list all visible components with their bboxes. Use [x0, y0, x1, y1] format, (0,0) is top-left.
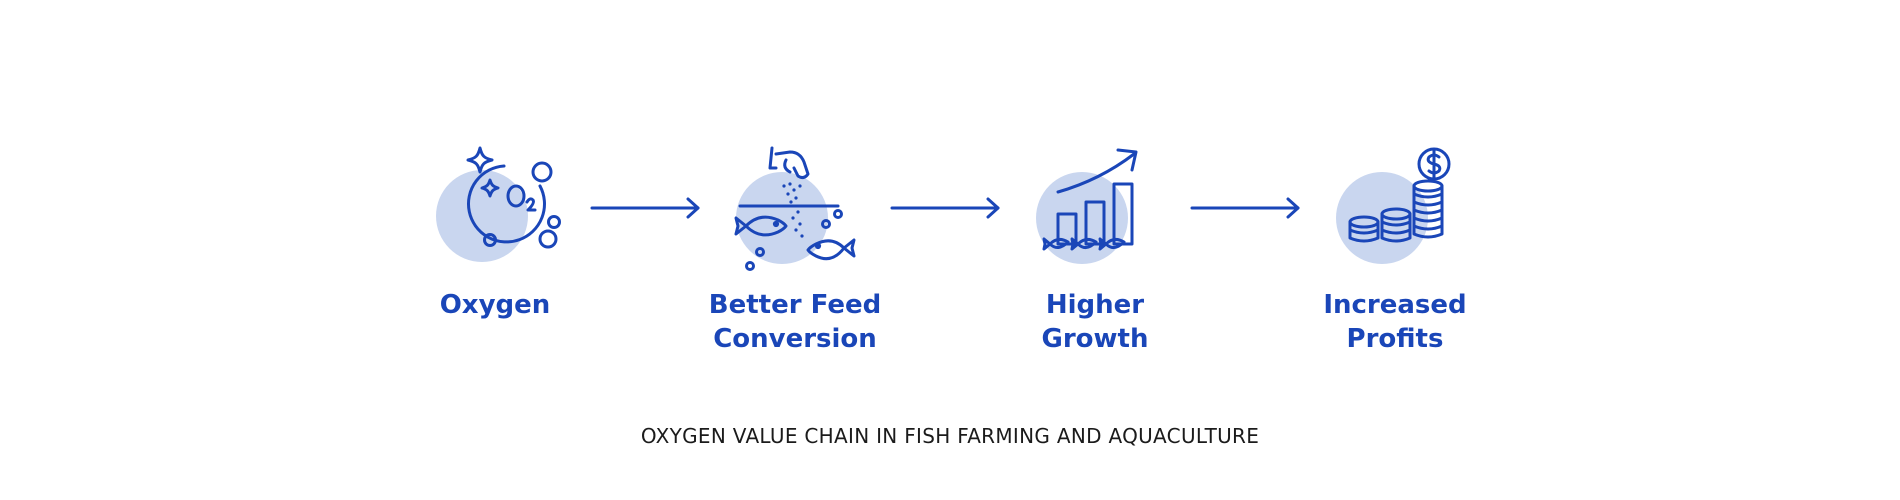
diagram-caption: OXYGEN VALUE CHAIN IN FISH FARMING AND A…: [640, 424, 1260, 448]
step-label: Oxygen: [439, 290, 551, 320]
oxygen-o2-icon: [420, 140, 570, 280]
step-oxygen: Oxygen: [385, 140, 605, 370]
step-better-feed-conversion: Better Feed Conversion: [685, 140, 905, 370]
growth-chart-fish-icon: [1020, 140, 1170, 280]
step-increased-profits: Increased Profits: [1285, 140, 1505, 370]
coin-stack-dollar-icon: [1320, 140, 1470, 280]
flow-arrow: [1190, 196, 1302, 220]
step-label: Better Feed Conversion: [708, 290, 882, 354]
flow-arrow: [890, 196, 1002, 220]
fish-feeding-icon: [720, 140, 870, 280]
step-higher-growth: Higher Growth: [985, 140, 1205, 370]
step-label: Higher Growth: [1041, 290, 1149, 354]
flow-arrow: [590, 196, 702, 220]
step-label: Increased Profits: [1323, 290, 1467, 354]
